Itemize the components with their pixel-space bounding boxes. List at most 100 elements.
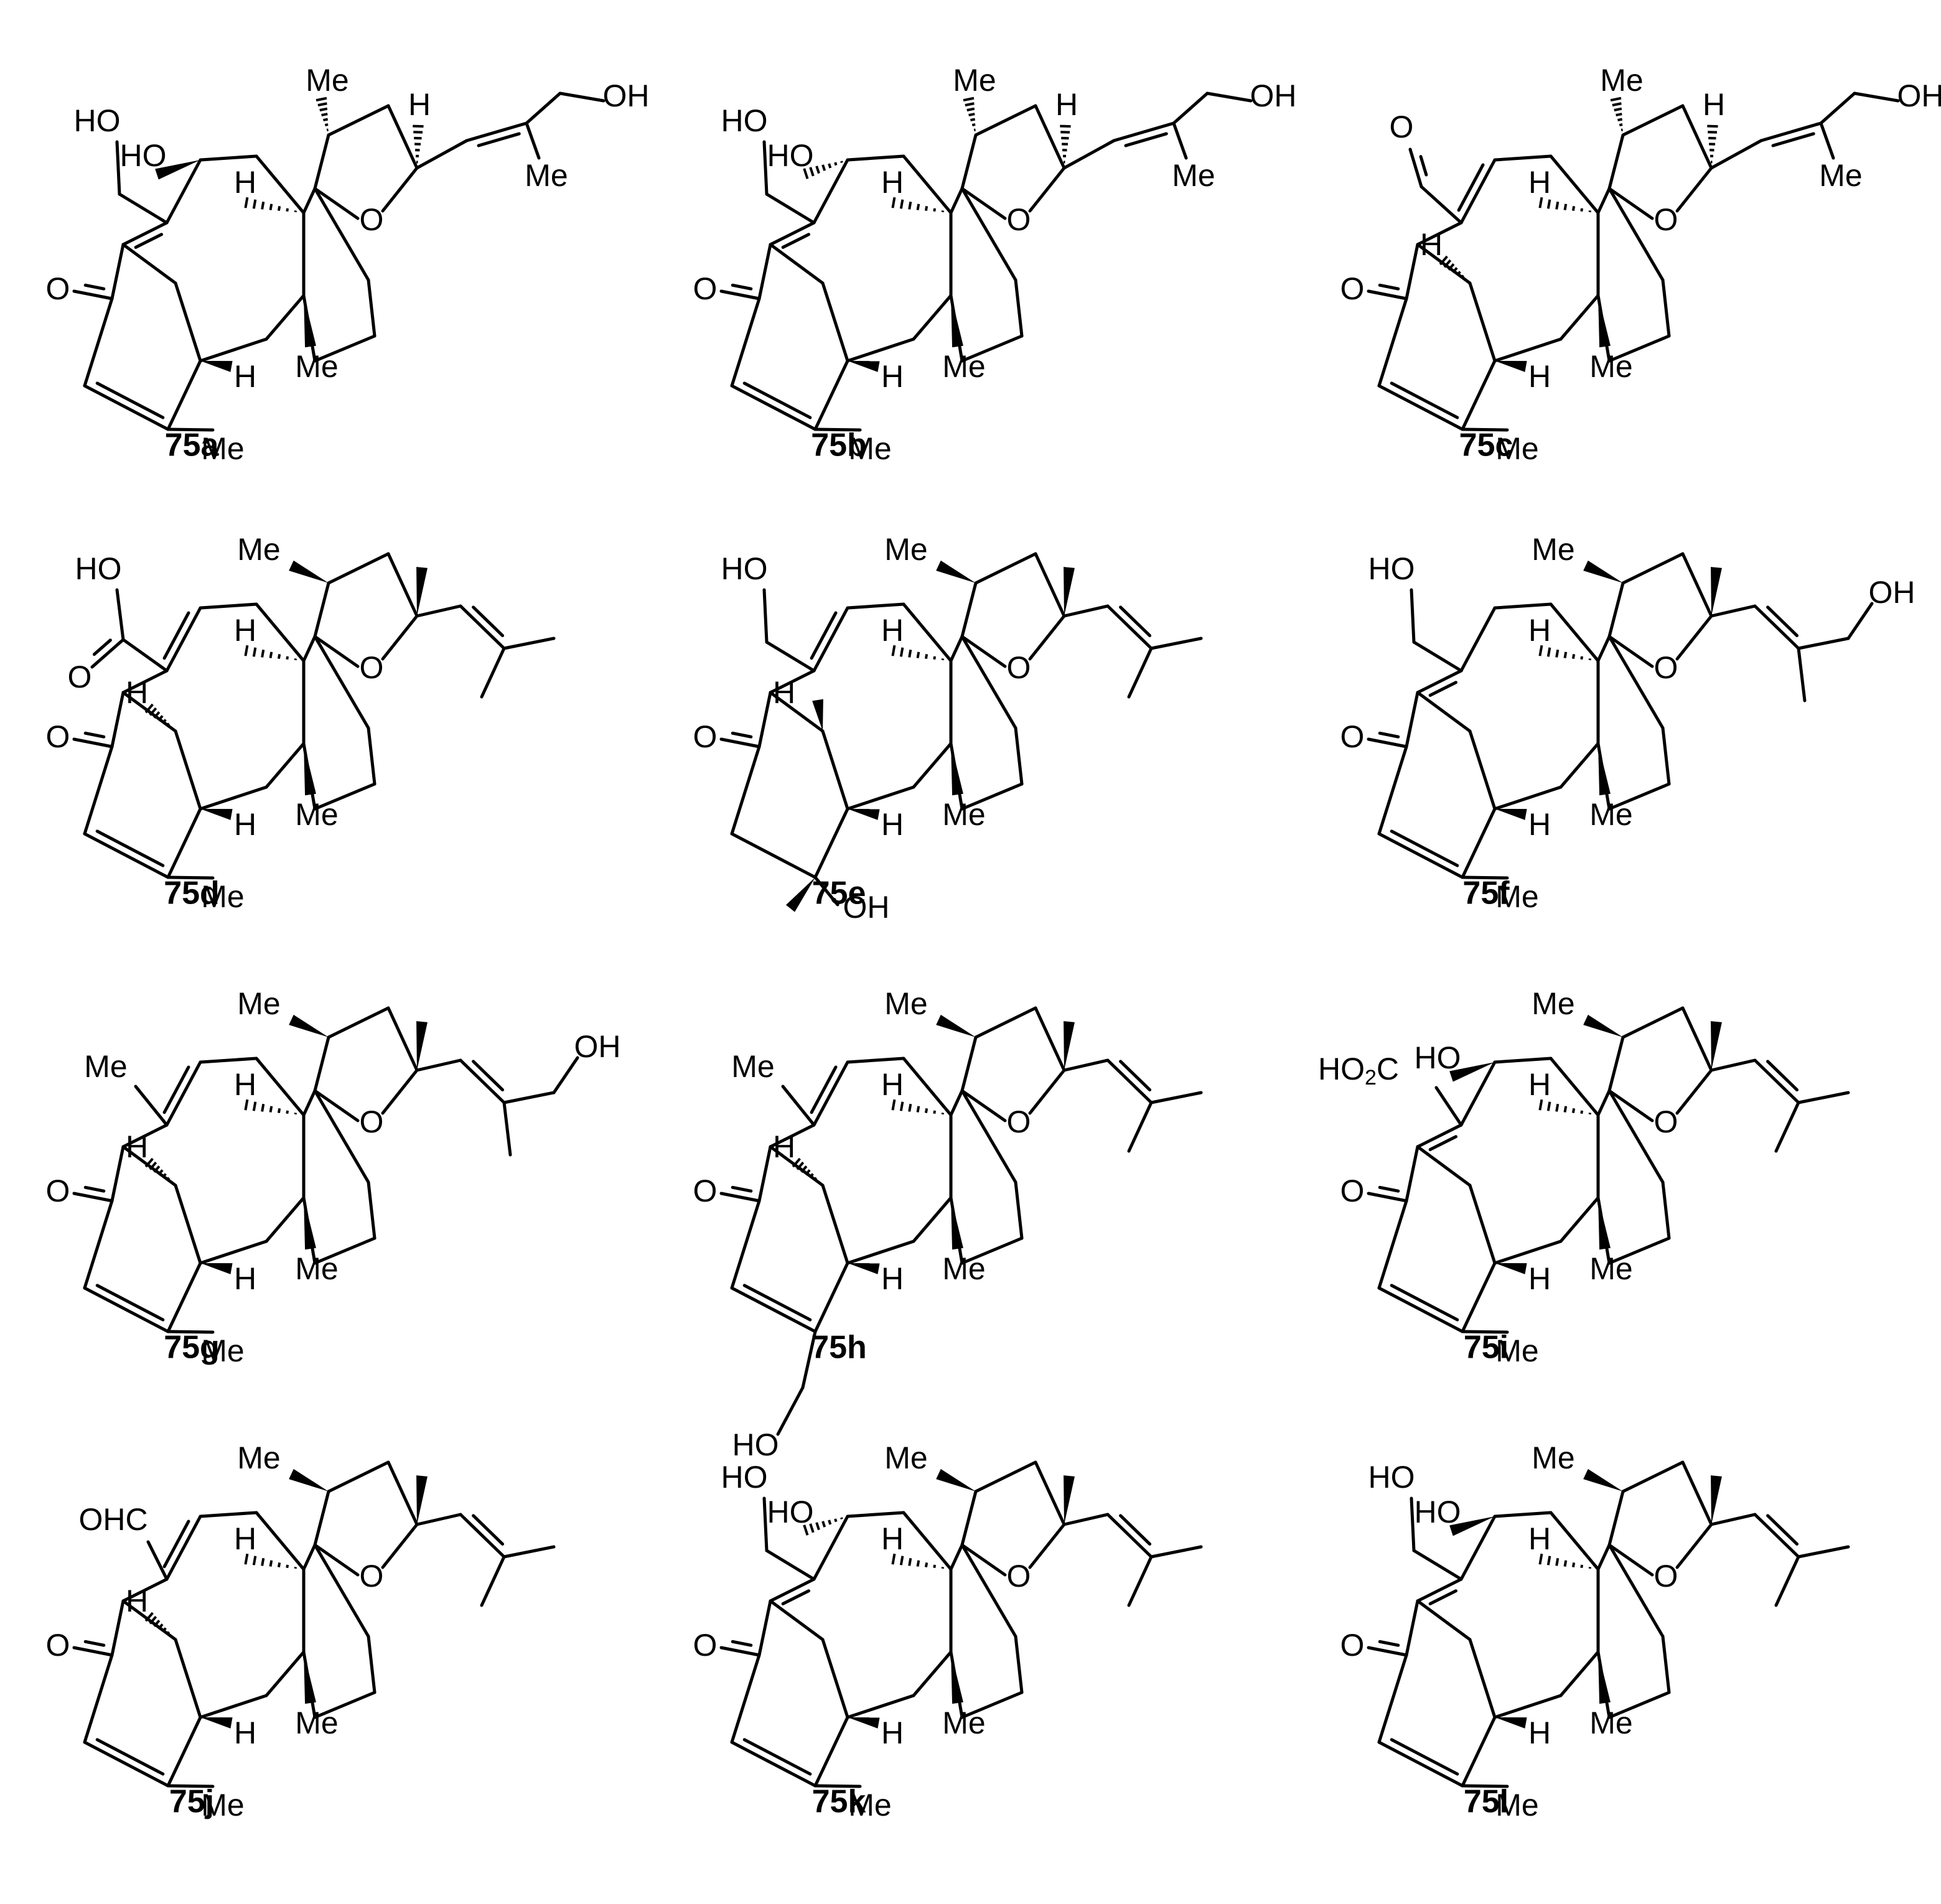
ketone-oxygen-label: O (693, 1174, 718, 1208)
bond (730, 745, 761, 836)
bond (199, 785, 268, 811)
hash-bond (286, 1564, 289, 1569)
hydroxyl-label: OH (843, 890, 890, 925)
hash-bond (166, 1631, 171, 1635)
methyl-label: Me (201, 1788, 244, 1822)
hydrogen-label: H (126, 1584, 148, 1618)
bond (1434, 1086, 1463, 1127)
bond (1367, 289, 1408, 301)
bond (302, 187, 317, 215)
hash-bond (157, 1169, 164, 1176)
hash-bond (1443, 259, 1452, 268)
hash-bond (1456, 271, 1461, 276)
bond (1127, 1555, 1153, 1607)
bond (730, 1199, 761, 1290)
bond (327, 552, 390, 585)
hash-bond (166, 1177, 171, 1181)
hash-bond (908, 1557, 912, 1566)
wedge-bond (812, 699, 823, 731)
bond (83, 1199, 114, 1290)
bond (121, 221, 169, 246)
bond (1559, 294, 1600, 341)
bond (381, 614, 419, 661)
hash-bond (1546, 647, 1551, 657)
bond (821, 729, 849, 811)
methyl-label: Me (1589, 797, 1632, 832)
bond (1607, 635, 1665, 730)
bond (1549, 602, 1600, 663)
bond (1405, 691, 1420, 749)
hash-bond (244, 1099, 249, 1111)
hash-bond (149, 1615, 157, 1625)
bond (1034, 1460, 1066, 1526)
hash-bond (821, 164, 826, 171)
bond (162, 1065, 190, 1114)
hash-bond (971, 123, 976, 127)
bond (1607, 1236, 1671, 1265)
wedge-bond (936, 1014, 976, 1037)
bond (813, 807, 849, 879)
bond (415, 604, 462, 618)
bond (1621, 552, 1685, 585)
hash-bond (252, 1101, 257, 1111)
aldehyde-oxygen-label: O (1390, 110, 1414, 144)
ring-oxygen-label: O (1007, 1104, 1031, 1139)
hash-bond (840, 161, 843, 163)
hash-bond (321, 113, 328, 117)
bond (1028, 1068, 1066, 1115)
hash-bond (809, 1523, 815, 1533)
hash-bond (1464, 278, 1468, 282)
methyl-label: Me (942, 1251, 985, 1286)
bond (1405, 1145, 1420, 1203)
hydrogen-label: H (1420, 227, 1443, 262)
bond (110, 1599, 125, 1657)
wedge-bond (1495, 809, 1527, 820)
bond (1149, 1545, 1203, 1559)
bond (72, 1192, 114, 1203)
ring-oxygen-label: O (1654, 202, 1678, 237)
hash-bond (834, 162, 838, 166)
bond (165, 1060, 202, 1127)
hash-bond (821, 1521, 826, 1528)
bond (1681, 104, 1713, 170)
bond (1661, 1635, 1671, 1694)
wedge-bond (1495, 1263, 1527, 1274)
bond (812, 158, 849, 225)
bond (1428, 1589, 1458, 1605)
hash-bond (1580, 208, 1584, 212)
bond (83, 283, 106, 291)
bond (730, 1653, 761, 1744)
bond (367, 1635, 377, 1694)
bond (1607, 1543, 1654, 1577)
bond (1468, 281, 1497, 363)
bond (95, 381, 165, 419)
wedge-bond (200, 809, 233, 820)
bond (110, 691, 125, 749)
hash-bond (815, 166, 820, 174)
bond (769, 669, 816, 694)
bond (1797, 637, 1850, 650)
bond (264, 1650, 306, 1697)
bond (1416, 1145, 1472, 1187)
bond (1127, 646, 1153, 699)
bond (1062, 139, 1116, 170)
hash-bond (809, 167, 815, 177)
hash-bond (261, 649, 265, 658)
bond (1014, 1635, 1024, 1694)
bond (1607, 187, 1654, 220)
acid-hydroxyl-label: HO (75, 551, 122, 586)
hydrogen-label: H (408, 87, 431, 122)
hash-bond (261, 1557, 265, 1566)
hydrogen-label: H (773, 675, 795, 710)
bond (1378, 1640, 1400, 1647)
bond (974, 1006, 1037, 1039)
methyl-label: Me (525, 158, 568, 193)
hash-bond (170, 726, 174, 730)
hash-bond (323, 118, 329, 122)
wedge-bond (1064, 567, 1075, 616)
hydrogen-label: H (1055, 87, 1078, 122)
ketone-oxygen-label: O (46, 1628, 70, 1663)
bond (1596, 1543, 1611, 1571)
